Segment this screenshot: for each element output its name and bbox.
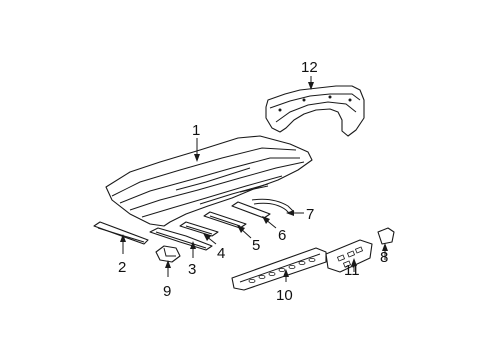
part-5-strip	[203, 211, 247, 229]
part-12-rear-header	[265, 85, 365, 137]
callout-2: 2	[118, 259, 126, 276]
callout-7: 7	[306, 206, 314, 223]
callout-12: 12	[301, 59, 318, 76]
callout-5: 5	[252, 237, 260, 254]
callout-3: 3	[188, 261, 196, 278]
callout-9: 9	[163, 283, 171, 300]
callout-6: 6	[278, 227, 286, 244]
part-2-rail	[93, 221, 149, 245]
callout-11: 11	[344, 262, 360, 279]
callout-1: 1	[192, 122, 200, 139]
part-6-strip	[231, 201, 271, 219]
part-3-rail	[149, 227, 213, 251]
callout-4: 4	[217, 245, 225, 262]
callout-8: 8	[380, 249, 388, 266]
part-10-bar	[231, 247, 327, 291]
leader-arrows	[120, 76, 388, 282]
part-7-bow	[251, 198, 295, 215]
callout-10: 10	[276, 287, 293, 304]
part-1-roof-panel	[105, 135, 313, 227]
part-8-clip	[377, 227, 395, 245]
part-9-bracket	[155, 245, 181, 263]
part-4-strip	[179, 221, 219, 237]
part-11-plate	[325, 239, 373, 273]
